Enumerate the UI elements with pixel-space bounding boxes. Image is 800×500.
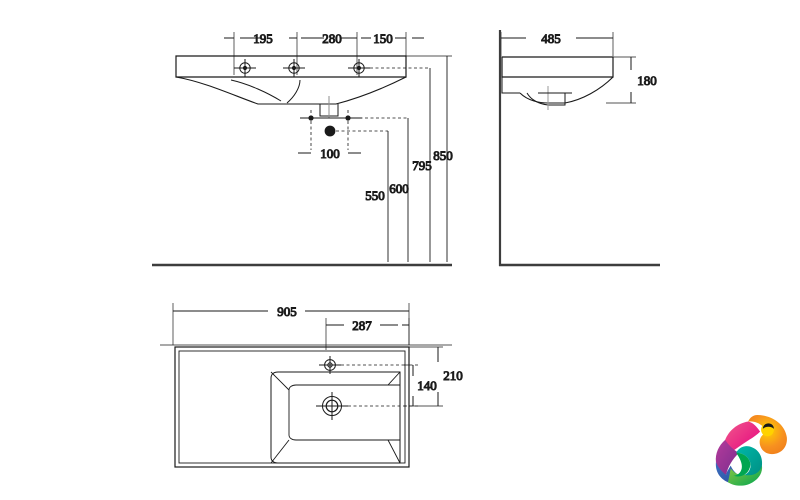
- dim-label-180: 180: [637, 73, 657, 88]
- plan-inner-depth-dimension: 140: [404, 364, 437, 407]
- side-bowl-profile: [519, 76, 614, 104]
- dim-label-195: 195: [253, 31, 273, 46]
- plan-bowl-corner-bl: [270, 439, 290, 464]
- dim-label-795: 795: [412, 158, 432, 173]
- front-deck-outline: [175, 55, 407, 78]
- dim-label-850: 850: [433, 148, 453, 163]
- front-top-dimension-chain: 195 280 150: [224, 31, 424, 75]
- front-bowl-fold-left: [230, 79, 282, 102]
- side-height-dimension: 180: [606, 56, 657, 104]
- dim-label-150: 150: [373, 31, 393, 46]
- dim-label-550: 550: [365, 188, 385, 203]
- front-elevation-group: 195 280 150: [152, 31, 453, 267]
- dim-label-600: 600: [389, 181, 409, 196]
- side-depth-dimension: 485: [500, 31, 614, 56]
- side-elevation-group: 485 180: [498, 30, 660, 267]
- plan-view-group: 905 287: [160, 303, 463, 468]
- plan-tap-hole: [319, 356, 341, 374]
- plan-waste-hole: [316, 392, 348, 420]
- front-height-dimensions: 550 600 795 850: [365, 55, 453, 262]
- tap-hole-left: [234, 59, 256, 77]
- front-bowl-fold-right: [286, 79, 301, 104]
- plan-bowl-outline: [270, 371, 401, 464]
- front-bowl-profile: [175, 76, 407, 105]
- side-deck-outline: [501, 56, 614, 78]
- plan-bowl-corner-tl: [270, 371, 290, 391]
- waste-point-main: [324, 125, 336, 137]
- dim-label-140: 140: [417, 378, 437, 393]
- plan-inner-rim: [178, 350, 406, 464]
- plan-overall-depth-dimension: 210: [409, 346, 463, 407]
- plan-bowl-corner-br: [387, 439, 401, 464]
- tap-hole-center: [283, 59, 305, 77]
- side-back-wall: [501, 77, 520, 94]
- dim-label-210: 210: [443, 368, 463, 383]
- plan-bowl-corner-tr: [387, 371, 401, 386]
- plan-bowl-base: [288, 384, 401, 441]
- plan-width-dimension: 905: [172, 303, 410, 345]
- dim-label-485: 485: [541, 31, 561, 46]
- plan-outer-rim: [174, 346, 410, 468]
- plan-bowl-offset-dimension: 287: [325, 318, 410, 350]
- dim-label-100: 100: [320, 146, 340, 161]
- tap-hole-right: [348, 59, 370, 77]
- waste-connection-detail: 100: [298, 110, 408, 162]
- dim-label-905: 905: [277, 304, 297, 319]
- dim-label-287: 287: [352, 318, 372, 333]
- dim-label-280: 280: [322, 31, 342, 46]
